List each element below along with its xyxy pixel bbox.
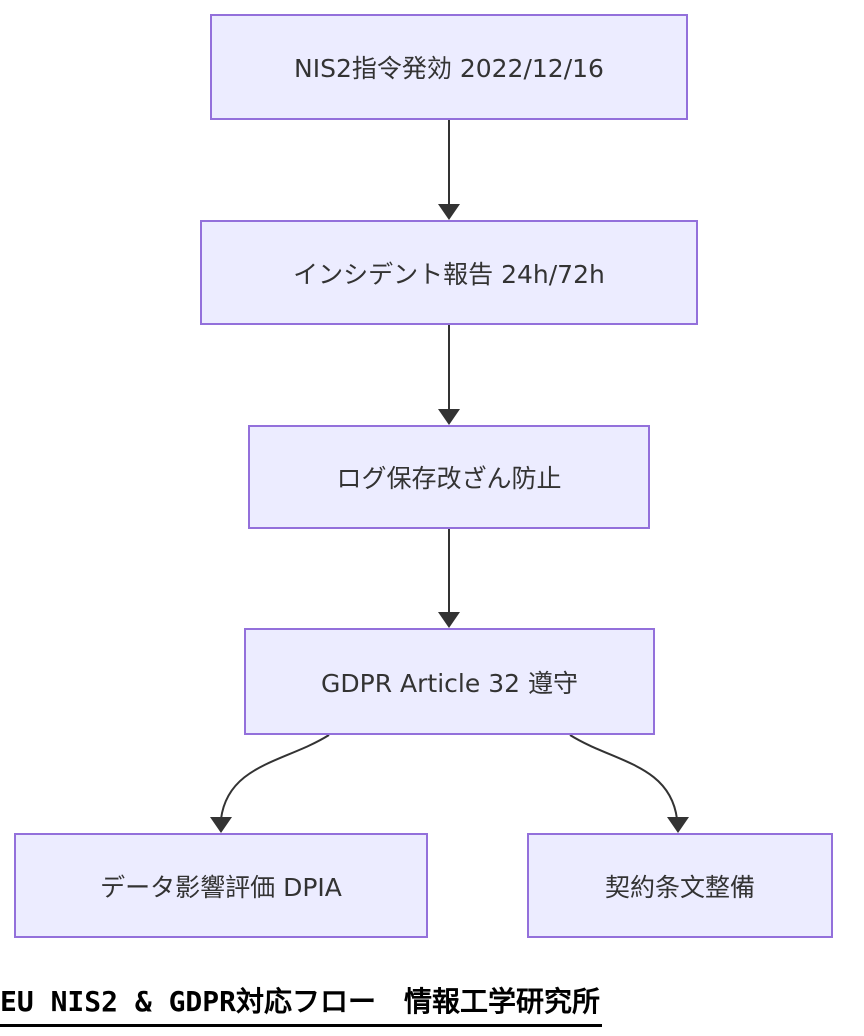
node-label: データ影響評価 DPIA [100, 872, 342, 902]
arrowhead-icon [438, 204, 460, 220]
edge-d-f [569, 734, 689, 833]
node-label: ログ保存改ざん防止 [336, 464, 562, 493]
edge-b-c [438, 325, 460, 425]
edge-a-b [438, 120, 460, 220]
edge-d-e [210, 734, 330, 833]
arrowhead-icon [667, 817, 689, 833]
diagram-caption: EU NIS2 & GDPR対応フロー 情報工学研究所 [0, 980, 603, 1027]
node-label: 契約条文整備 [604, 872, 755, 902]
node-incident-report: インシデント報告 24h/72h [200, 220, 698, 325]
edge-c-d [438, 529, 460, 628]
node-label: NIS2指令発効 2022/12/16 [294, 54, 604, 83]
node-dpia: データ影響評価 DPIA [14, 833, 428, 938]
caption-text: EU NIS2 & GDPR対応フロー 情報工学研究所 [0, 980, 603, 1027]
arrowhead-icon [438, 409, 460, 425]
node-label: GDPR Article 32 遵守 [321, 668, 578, 698]
edge-line [220, 734, 330, 820]
node-contract-clauses: 契約条文整備 [527, 833, 833, 938]
arrowhead-icon [438, 612, 460, 628]
edge-line [569, 734, 678, 820]
node-log-tamper-prevention: ログ保存改ざん防止 [248, 425, 650, 529]
node-label: インシデント報告 24h/72h [293, 259, 605, 289]
arrowhead-icon [210, 817, 232, 833]
node-nis2-directive-effective: NIS2指令発効 2022/12/16 [210, 14, 688, 120]
node-gdpr-article-32: GDPR Article 32 遵守 [244, 628, 655, 735]
